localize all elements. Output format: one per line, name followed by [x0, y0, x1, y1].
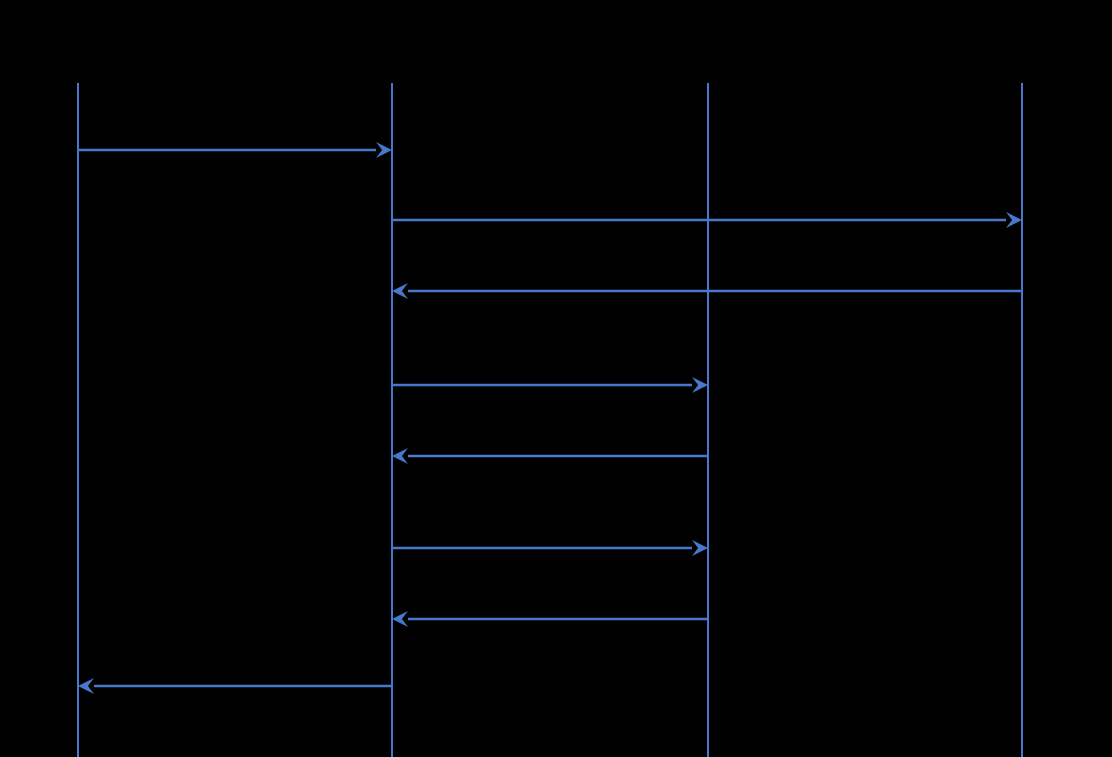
messages-group [78, 142, 1022, 694]
message-arrowhead-7 [392, 611, 408, 627]
message-arrowhead-3 [392, 283, 408, 299]
message-arrowhead-4 [692, 377, 708, 393]
message-arrowhead-8 [78, 678, 94, 694]
message-arrowhead-5 [392, 448, 408, 464]
message-arrowhead-2 [1006, 212, 1022, 228]
message-arrowhead-6 [692, 540, 708, 556]
lifelines-group [76, 83, 1024, 757]
message-arrowhead-1 [376, 142, 392, 158]
